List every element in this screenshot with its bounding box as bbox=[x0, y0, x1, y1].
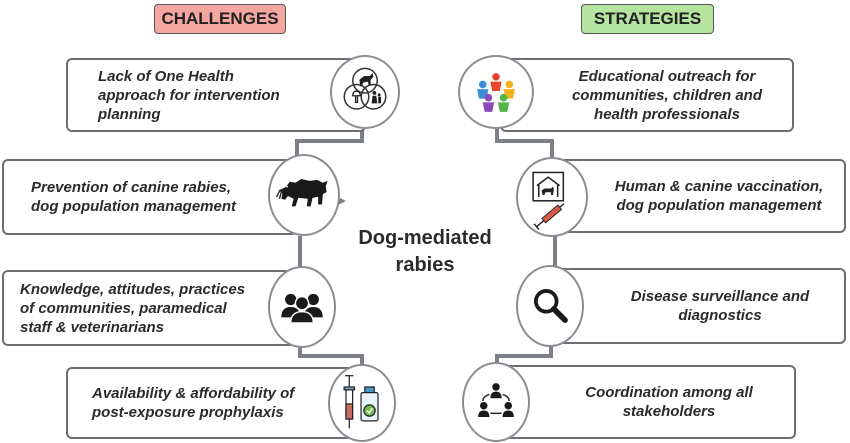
dog-shelter-syringe-icon bbox=[516, 157, 588, 237]
challenge-box-4: Availability & affordability of post-exp… bbox=[66, 367, 366, 439]
strategies-header: STRATEGIES bbox=[581, 4, 714, 34]
strategy-box-2: Human & canine vaccination, dog populati… bbox=[554, 159, 846, 233]
vaccine-vial-icon bbox=[328, 364, 396, 442]
strategy-text-4: Coordination among all stakeholders bbox=[585, 384, 753, 420]
left-connector-3 bbox=[298, 348, 364, 367]
rabid-dog-icon bbox=[268, 154, 340, 236]
challenge-text-2: Prevention of canine rabies, dog populat… bbox=[31, 179, 236, 215]
one-health-icon bbox=[330, 55, 400, 129]
network-people-icon bbox=[462, 362, 530, 442]
right-connector-3 bbox=[495, 346, 553, 365]
challenges-header: CHALLENGES bbox=[154, 4, 286, 34]
arrow-pointer bbox=[338, 197, 346, 205]
challenge-text-3: Knowledge, attitudes, practices of commu… bbox=[20, 280, 246, 336]
challenge-box-3: Knowledge, attitudes, practices of commu… bbox=[2, 270, 302, 346]
challenge-text-1: Lack of One Health approach for interven… bbox=[98, 67, 280, 123]
strategy-box-3: Disease surveillance and diagnostics bbox=[554, 268, 846, 344]
strategy-text-3: Disease surveillance and diagnostics bbox=[630, 288, 810, 324]
strategy-box-4: Coordination among all stakeholders bbox=[500, 365, 796, 439]
challenge-box-1: Lack of One Health approach for interven… bbox=[66, 58, 366, 132]
left-connector-1 bbox=[295, 126, 364, 157]
challenge-text-4: Availability & affordability of post-exp… bbox=[92, 385, 295, 421]
magnifier-icon bbox=[516, 265, 584, 347]
center-title: Dog-mediated rabies bbox=[340, 225, 510, 279]
challenge-box-2: Prevention of canine rabies, dog populat… bbox=[2, 159, 298, 235]
strategy-box-1: Educational outreach for communities, ch… bbox=[500, 58, 794, 132]
community-circle-icon bbox=[458, 55, 534, 129]
center-title-line2: rabies bbox=[395, 254, 455, 276]
strategy-text-1: Educational outreach for communities, ch… bbox=[571, 67, 763, 123]
people-group-icon bbox=[268, 266, 336, 348]
strategy-text-2: Human & canine vaccination, dog populati… bbox=[614, 178, 824, 214]
right-connector-1 bbox=[495, 126, 554, 157]
center-title-line1: Dog-mediated bbox=[358, 227, 492, 249]
